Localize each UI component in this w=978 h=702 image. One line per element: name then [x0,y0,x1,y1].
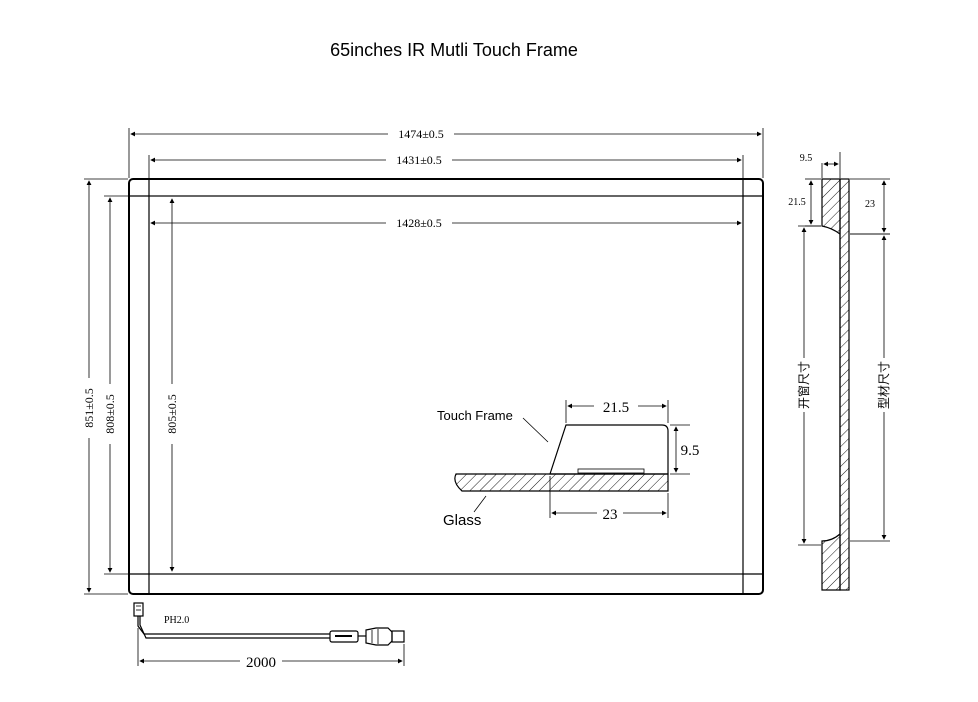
touch-frame-label: Touch Frame [437,408,513,423]
dim-outer-height: 851±0.5 [82,178,128,595]
cable-length-label: 2000 [246,655,276,671]
dim-window-height: 808±0.5 [103,195,128,575]
detail-bottom-dim: 23 [603,507,618,523]
cross-section-detail: 21.5 9.5 23 Touch Frame Glass [437,400,699,529]
glass-label: Glass [443,512,481,529]
side-window-size-label: 开窗尺寸 [797,361,811,409]
dim-active-height: 805±0.5 [165,198,179,572]
outer-height-label: 851±0.5 [82,388,96,428]
frame-window-outline [148,195,744,575]
usb-cable: PH2.0 2000 [133,602,405,671]
side-glass-profile [839,178,850,591]
glass-section [454,473,669,492]
dim-active-width: 1428±0.5 [150,216,742,230]
detail-top-dim: 21.5 [603,400,629,416]
window-width-label: 1431±0.5 [396,153,442,167]
side-left-dim: 21.5 [788,197,806,208]
side-top-dim: 9.5 [800,153,813,164]
usb-plug-tip [391,630,405,643]
ph-connector [133,602,144,617]
side-right-dim: 23 [865,199,875,210]
active-width-label: 1428±0.5 [396,216,442,230]
usb-plug-body [365,627,393,646]
dim-window-width: 1431±0.5 [148,153,744,178]
dim-outer-width: 1474±0.5 [128,127,764,178]
side-view: 9.5 21.5 23 开窗尺寸 型材尺寸 [788,152,891,591]
frame-front-view [128,178,764,595]
side-frame-profile [821,178,841,591]
page-title: 65inches IR Mutli Touch Frame [330,40,578,60]
side-profile-size-label: 型材尺寸 [877,361,891,409]
active-height-label: 805±0.5 [165,394,179,434]
touch-frame-profile [549,424,669,475]
detail-height-dim: 9.5 [681,443,700,459]
outer-width-label: 1474±0.5 [398,127,444,141]
connector-label: PH2.0 [164,615,189,626]
window-height-label: 808±0.5 [103,394,117,434]
frame-outer-outline [128,178,764,595]
